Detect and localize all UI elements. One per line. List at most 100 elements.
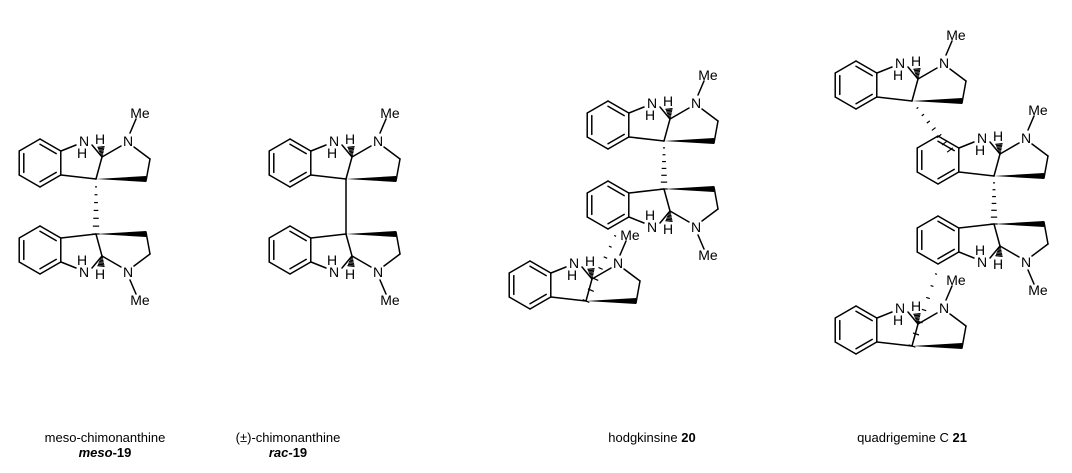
bond: [629, 217, 644, 223]
hash-stroke: [996, 145, 1002, 146]
angular-h-label: H: [993, 256, 1003, 272]
bond: [959, 172, 994, 176]
bond: [61, 175, 96, 179]
hash-stroke: [913, 314, 920, 315]
hash-stroke: [98, 148, 104, 149]
hash-stroke: [98, 264, 104, 265]
n-label: N: [691, 219, 701, 235]
hash-stroke: [97, 147, 104, 148]
bond: [946, 286, 952, 300]
hashed-bond: [995, 144, 1002, 153]
double-bond-inner: [856, 66, 872, 75]
n-label: N: [123, 264, 133, 280]
angular-h-label: H: [585, 253, 595, 269]
ring-bond: [587, 101, 608, 113]
bond: [962, 326, 966, 348]
angular-h-label: H: [95, 266, 105, 282]
ring-bond: [19, 175, 40, 187]
bond: [61, 145, 76, 151]
wedge-bond: [586, 298, 636, 304]
double-bond-inner: [290, 144, 306, 153]
ring-bond: [509, 261, 530, 273]
ring-bond: [938, 216, 959, 228]
ring-bond: [917, 172, 938, 184]
angular-h-label: H: [663, 221, 673, 237]
double-bond-inner: [856, 339, 872, 348]
hash-stroke: [914, 70, 920, 71]
bond: [912, 324, 918, 346]
nh-hydrogen-label: H: [893, 67, 903, 83]
nh-hydrogen-label: H: [645, 207, 655, 223]
bond: [629, 189, 664, 193]
hash-stroke: [917, 107, 919, 108]
hashed-bond: [660, 148, 667, 189]
hashed-bond: [587, 269, 594, 278]
bond: [636, 281, 640, 303]
bond: [96, 234, 102, 256]
hash-stroke: [587, 269, 594, 270]
hashed-bond: [995, 247, 1002, 256]
ring-bond: [269, 139, 290, 151]
methyl-label: Me: [130, 105, 150, 121]
bond: [670, 108, 689, 119]
bond: [346, 234, 352, 256]
double-bond-inner: [938, 169, 954, 178]
hash-stroke: [931, 286, 934, 287]
hashed-bond: [92, 187, 99, 234]
bond: [1032, 144, 1048, 156]
double-bond-inner: [938, 221, 954, 230]
double-bond-inner: [40, 144, 56, 153]
nh-hydrogen-label: H: [77, 145, 87, 161]
hash-stroke: [997, 147, 1002, 148]
bond: [959, 224, 994, 228]
methyl-label: Me: [1028, 102, 1048, 118]
ring-bond: [19, 226, 40, 238]
bond: [950, 69, 966, 81]
ring-bond: [269, 175, 290, 187]
bond: [946, 41, 952, 55]
n-label: N: [691, 95, 701, 111]
bond: [311, 145, 326, 151]
ring-bond: [40, 262, 61, 274]
hashed-bond: [347, 147, 354, 156]
bond: [698, 81, 704, 95]
caption-quadrigemine-number: 21: [952, 430, 966, 445]
hash-stroke: [665, 109, 672, 110]
double-bond-inner: [856, 311, 872, 320]
methyl-label: Me: [130, 292, 150, 308]
ring-bond: [530, 297, 551, 309]
hash-stroke: [995, 144, 1002, 145]
bond: [959, 252, 974, 258]
methyl-label: Me: [620, 227, 640, 243]
ring-bond: [587, 181, 608, 193]
hash-stroke: [598, 267, 602, 269]
n-label: N: [613, 255, 623, 271]
bond: [146, 159, 150, 181]
wedge-bond: [96, 231, 146, 237]
bond: [912, 79, 918, 101]
ring-bond: [917, 216, 938, 228]
bond: [1000, 143, 1019, 154]
hash-stroke: [922, 309, 926, 310]
hash-stroke: [666, 219, 672, 220]
caption-meso-number: 19: [117, 445, 131, 460]
hash-stroke: [914, 315, 920, 316]
double-bond-inner: [608, 134, 624, 143]
wedge-bond: [96, 176, 146, 182]
caption-rac-19: (±)-chimonanthine rac-19: [178, 430, 398, 460]
ring-bond: [835, 342, 856, 354]
wedge-bond: [912, 98, 962, 104]
ring-bond: [290, 175, 311, 187]
hash-stroke: [932, 128, 936, 131]
hashed-bond: [97, 257, 104, 266]
methyl-label: Me: [698, 247, 718, 263]
hash-stroke: [349, 263, 354, 264]
hash-stroke: [927, 121, 930, 123]
bond: [96, 157, 102, 179]
caption-rac-prefix: rac: [269, 445, 289, 460]
bond: [620, 241, 626, 255]
methyl-label: Me: [1028, 282, 1048, 298]
n-label: N: [1021, 130, 1031, 146]
wedge-bond: [994, 221, 1044, 227]
bond: [702, 109, 718, 121]
